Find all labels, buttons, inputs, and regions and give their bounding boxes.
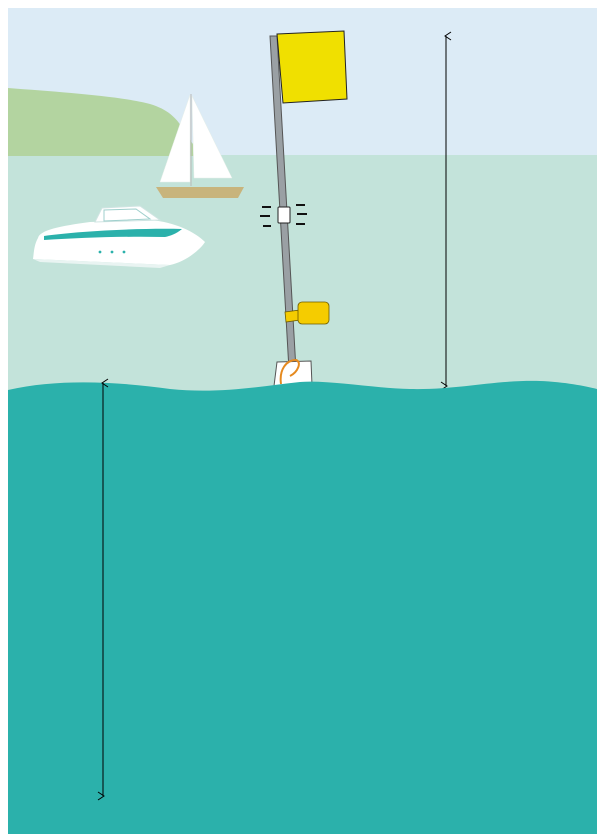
flag-icon [276,30,348,104]
danbuoy [260,30,348,387]
sea [8,380,597,834]
headland [8,88,205,156]
far-water [8,155,597,395]
tag-icon [284,301,330,325]
strobe-light-icon [260,204,307,227]
motorboat-icon [33,205,205,268]
sailboat-icon [156,94,244,198]
